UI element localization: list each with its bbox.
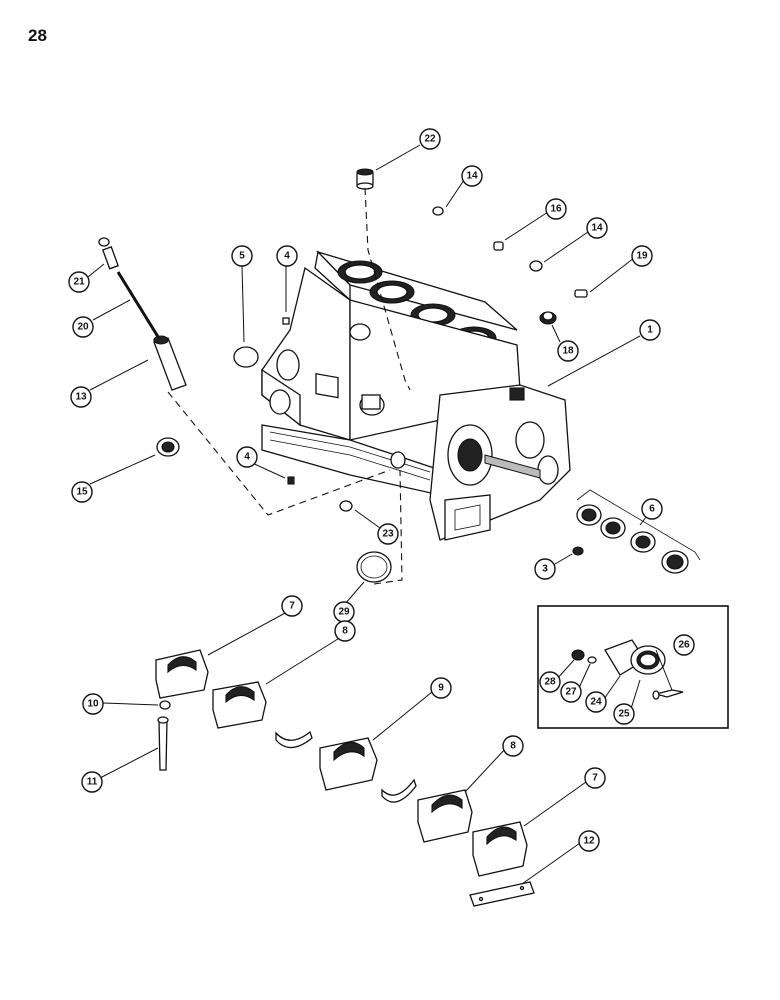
callout-label: 22 (424, 134, 436, 145)
callout: 13 (70, 386, 92, 408)
callout-label: 27 (565, 687, 577, 698)
callout: 11 (81, 771, 103, 793)
page-number: 28 (28, 26, 47, 45)
dipstick-handle (98, 237, 119, 270)
callout: 14 (586, 217, 608, 239)
callout: 25 (613, 703, 635, 725)
callout: 3 (534, 558, 556, 580)
callout-label: 15 (76, 487, 88, 498)
callout-label: 26 (678, 640, 690, 651)
thrust-washer-lower (381, 778, 417, 803)
plug-14-upper (432, 206, 444, 216)
leader-lines (87, 144, 673, 885)
callout-label: 14 (591, 223, 603, 234)
callout: 1 (639, 319, 661, 341)
callout-label: 4 (244, 452, 250, 463)
callout-label: 14 (466, 171, 478, 182)
callout: 21 (68, 271, 90, 293)
callout: 29 (333, 601, 355, 623)
bearing-cap-8-lower (417, 789, 473, 843)
plate-12 (469, 881, 535, 907)
pin-4-lower (287, 476, 295, 485)
callout: 8 (334, 620, 356, 642)
thrust-washer-upper (275, 730, 313, 749)
callout-label: 29 (338, 607, 350, 618)
seal-15 (156, 437, 180, 457)
callout-label: 9 (438, 683, 444, 694)
callout-label: 19 (636, 251, 648, 262)
callout: 23 (377, 523, 399, 545)
assembly-dash-lines (167, 187, 411, 585)
callout-label: 8 (510, 741, 516, 752)
callout: 20 (72, 316, 94, 338)
callout: 12 (578, 830, 600, 852)
callout-label: 16 (550, 204, 562, 215)
plug-16 (493, 241, 504, 251)
callout: 7 (584, 767, 606, 789)
callout-label: 18 (562, 346, 574, 357)
callout: 10 (82, 693, 104, 715)
expansion-plug-29 (356, 551, 392, 583)
callout-label: 4 (284, 251, 290, 262)
callout: 9 (430, 677, 452, 699)
callout: 5 (231, 245, 253, 267)
callout-label: 28 (544, 677, 556, 688)
callout-label: 20 (77, 322, 89, 333)
callout-label: 5 (239, 251, 245, 262)
callout-label: 13 (75, 392, 87, 403)
bearing-cap-8-upper (212, 681, 267, 729)
callout: 24 (585, 691, 607, 713)
callout-label: 24 (590, 697, 602, 708)
plug-14-lower (529, 260, 543, 272)
fitting-19 (574, 289, 588, 298)
callout: 22 (419, 128, 441, 150)
callout: 26 (673, 634, 695, 656)
callout-label: 8 (342, 626, 348, 637)
washer-10 (159, 700, 171, 710)
callout: 4 (276, 245, 298, 267)
callout: 4 (236, 446, 258, 468)
fitting-23 (339, 500, 353, 512)
callout-label: 11 (87, 777, 98, 788)
plug-3 (572, 546, 584, 556)
dipstick (116, 271, 162, 341)
bearing-cap-7-upper (155, 649, 209, 699)
bearing-cap-9 (319, 737, 378, 791)
callout: 19 (631, 245, 653, 267)
callout: 8 (502, 735, 524, 757)
callout-label: 21 (73, 277, 85, 288)
callout-label: 6 (649, 504, 655, 515)
pin-4-upper (282, 317, 290, 325)
callout-label: 10 (87, 699, 99, 710)
bolt-11 (157, 716, 169, 771)
callout: 15 (71, 481, 93, 503)
callout-label: 1 (647, 325, 653, 336)
callout: 7 (281, 595, 303, 617)
callout-label: 7 (289, 601, 295, 612)
oil-filler-neck (356, 168, 374, 190)
inset-box (537, 605, 729, 729)
cylinder-block (261, 250, 571, 541)
fitting-18 (539, 311, 557, 325)
callout-label: 25 (618, 709, 630, 720)
callout: 16 (545, 198, 567, 220)
callout-label: 12 (583, 836, 595, 847)
callout-label: 7 (592, 773, 598, 784)
callout-label: 23 (382, 529, 394, 540)
callout: 18 (557, 340, 579, 362)
callout: 14 (461, 165, 483, 187)
bearing-cap-7-lower (472, 821, 528, 877)
camshaft-bearings (576, 489, 701, 574)
callout: 28 (539, 671, 561, 693)
callout-label: 3 (542, 564, 548, 575)
callout: 6 (641, 498, 663, 520)
expansion-plug-5 (233, 346, 259, 368)
callout: 27 (560, 681, 582, 703)
dipstick-tube (153, 335, 187, 391)
